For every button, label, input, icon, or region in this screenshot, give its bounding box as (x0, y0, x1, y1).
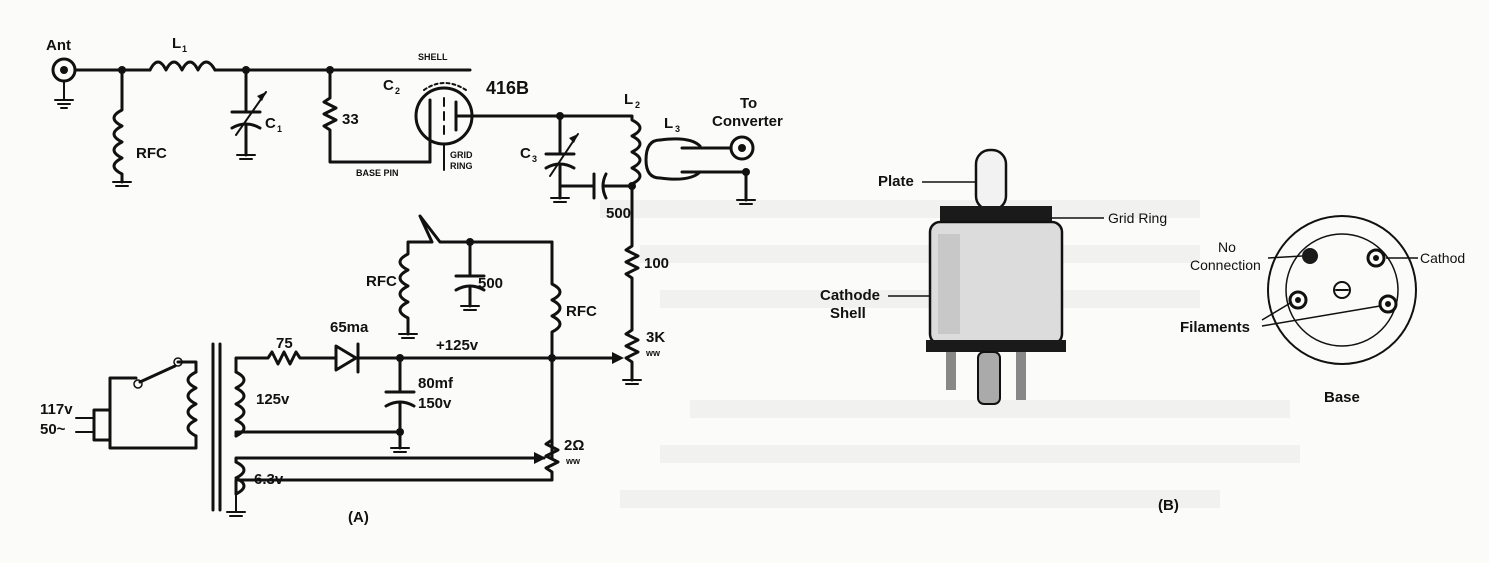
svg-text:3: 3 (532, 154, 537, 164)
r2-label: 2Ω (564, 437, 584, 454)
l3-label: L (664, 115, 673, 132)
r100-label: 100 (644, 255, 669, 272)
caption-b: (B) (1158, 497, 1179, 514)
l3-coil (644, 138, 662, 180)
shell-label-b: Shell (830, 305, 866, 322)
svg-text:2: 2 (635, 100, 640, 110)
line-switch (108, 360, 198, 450)
hv-return (234, 430, 402, 438)
antenna-jack (51, 57, 77, 109)
svg-text:ww: ww (565, 456, 581, 466)
svg-text:1: 1 (182, 44, 187, 54)
tube-label: 416B (486, 78, 529, 98)
fil-label: 6.3v (254, 471, 284, 488)
r3k-label: 3K (646, 329, 665, 346)
plate-label: Plate (878, 173, 914, 190)
cathode-label: Cathode (820, 287, 880, 304)
c1-capacitor (230, 68, 267, 160)
c3-capacitor (544, 114, 579, 203)
r100-resistor (624, 236, 640, 382)
c1-label: C (265, 115, 276, 132)
line-plug (92, 408, 112, 442)
svg-text:2: 2 (395, 86, 400, 96)
rfc-left-label: RFC (366, 273, 397, 290)
r75-resistor (234, 350, 338, 374)
c3-label: C (520, 145, 531, 162)
l2-coil (598, 114, 642, 240)
tube-base-diagram (1267, 215, 1417, 365)
c500-output-capacitor (558, 172, 634, 200)
svg-text:3: 3 (675, 124, 680, 134)
tube-416b-symbol (414, 82, 602, 171)
grid-ring-label: Grid Ring (1108, 210, 1167, 226)
c2-label: C (383, 77, 394, 94)
no-label: No (1218, 239, 1236, 255)
c500-mid-label: 500 (478, 275, 503, 292)
r2-rheostat (234, 428, 560, 496)
sec125-label: 125v (256, 391, 290, 408)
rectifier-diode (334, 342, 360, 374)
r75-label: 75 (276, 335, 293, 352)
rfc-right-label: RFC (566, 303, 597, 320)
converter-jack (729, 135, 756, 205)
cap80-label: 80mf (418, 375, 454, 392)
cathod-label: Cathod (1420, 250, 1465, 266)
filaments-label: Filaments (1180, 319, 1250, 336)
power-transformer (186, 342, 246, 512)
r33-resistor (322, 68, 432, 164)
rfc-left-coil (398, 214, 554, 336)
base-label: Base (1324, 389, 1360, 406)
rfc-right-coil (550, 240, 562, 460)
c500-output-label: 500 (606, 205, 631, 222)
r33-label: 33 (342, 111, 359, 128)
converter-label: Converter (712, 113, 783, 130)
svg-text:ww: ww (645, 348, 661, 358)
filter-capacitor-80mf (384, 356, 416, 450)
svg-text:1: 1 (277, 124, 282, 134)
ant-label: Ant (46, 37, 71, 54)
l2-label: L (624, 91, 633, 108)
tube-drawing (926, 148, 1066, 405)
line-freq-label: 50~ (40, 421, 66, 438)
base-pin-label: BASE PIN (356, 168, 399, 178)
to-label: To (740, 95, 757, 112)
rfc-input-label: RFC (136, 145, 167, 162)
caption-a: (A) (348, 509, 369, 526)
cap80-volt-label: 150v (418, 395, 452, 412)
rfc-input-coil (112, 68, 124, 184)
line-voltage-label: 117v (40, 401, 73, 418)
bplus-label: +125v (436, 337, 479, 354)
l1-coil (148, 60, 217, 72)
shell-label: SHELL (418, 52, 448, 62)
connection-label: Connection (1190, 257, 1261, 273)
ring-label: RING (450, 161, 473, 171)
c500-mid-capacitor (454, 238, 486, 311)
diode-label: 65ma (330, 319, 369, 336)
grid-label: GRID (450, 150, 473, 160)
l1-label: L (172, 35, 181, 52)
